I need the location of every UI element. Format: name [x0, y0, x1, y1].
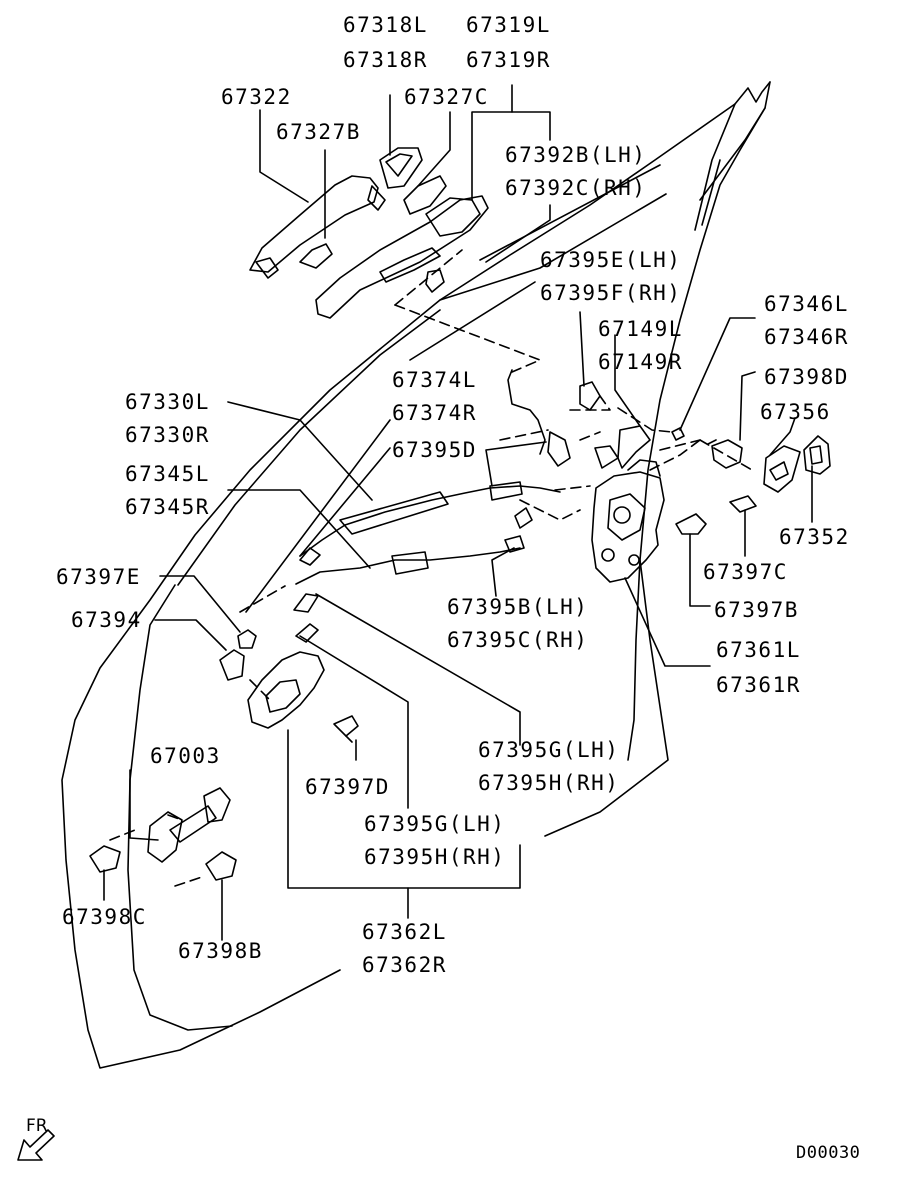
callout-line: 67322 [221, 85, 292, 109]
cable-assemblies [294, 482, 560, 642]
inside-handle [220, 630, 358, 742]
dashed-leaders [110, 250, 752, 886]
callout-line: 67362L [362, 920, 447, 944]
callout-line: 67397E [56, 565, 141, 589]
callout-line: 67398C [62, 905, 147, 929]
callout-67397b: 67397B [714, 598, 799, 622]
callout-line: 67395B(LH) [447, 595, 589, 619]
callout-line: 67397C [703, 560, 788, 584]
callout-line: 67318L [343, 13, 428, 37]
callout-67330: 67330L 67330R [125, 390, 210, 447]
callout-line: 67362R [362, 953, 447, 977]
callout-67398b: 67398B [178, 939, 263, 963]
callout-67319: 67319L 67319R [466, 13, 551, 72]
callout-line: 67374R [392, 401, 477, 425]
callout-67397c: 67397C [703, 560, 788, 584]
callout-line: 67394 [71, 608, 142, 632]
callout-line: 67003 [150, 744, 221, 768]
callout-67356: 67356 [760, 400, 831, 424]
door-check [90, 788, 236, 880]
callout-67322: 67322 [221, 85, 292, 109]
rod-and-clips [508, 370, 684, 468]
callout-67352: 67352 [779, 525, 850, 549]
callout-line: 67327C [404, 85, 489, 109]
callout-line: 67346L [764, 292, 849, 316]
callout-line: 67319R [466, 48, 551, 72]
outside-handle-group [250, 148, 488, 318]
callout-67395bc: 67395B(LH) 67395C(RH) [447, 595, 588, 652]
callout-67318: 67318L 67318R [343, 13, 428, 72]
door-panel-outline [62, 82, 770, 1068]
callout-line: 67149L [598, 317, 683, 341]
callout-line: 67374L [392, 368, 477, 392]
callout-67397d: 67397D [305, 775, 390, 799]
callout-67395ef: 67395E(LH) 67395F(RH) [540, 248, 681, 305]
callout-67374: 67374L 67374R [392, 368, 477, 425]
callout-line: 67319L [466, 13, 551, 37]
callout-line: 67149R [598, 350, 683, 374]
callout-line: 67397D [305, 775, 390, 799]
door-lock-actuator [592, 460, 664, 582]
callout-67362: 67362L 67362R [362, 920, 447, 977]
callout-line: 67397B [714, 598, 799, 622]
callout-67397e: 67397E [56, 565, 141, 589]
callout-67395gh-lower: 67395G(LH) 67395H(RH) [364, 812, 505, 869]
callout-line: 67345R [125, 495, 210, 519]
callout-67395gh-upper: 67395G(LH) 67395H(RH) [478, 738, 619, 795]
callout-line: 67318R [343, 48, 428, 72]
callout-line: 67395G(LH) [478, 738, 620, 762]
callout-line: 67395G(LH) [364, 812, 506, 836]
callout-line: 67398B [178, 939, 263, 963]
callout-leaders [104, 85, 812, 940]
callout-line: 67345L [125, 462, 210, 486]
callout-line: 67361R [716, 673, 801, 697]
callout-67327b: 67327B [276, 120, 361, 144]
callout-line: 67395F(RH) [540, 281, 682, 305]
front-direction-arrow [18, 1130, 54, 1160]
front-direction-label: FR [26, 1116, 48, 1136]
callout-67361: 67361L 67361R [716, 638, 801, 697]
callout-line: 67352 [779, 525, 850, 549]
callout-line: 67330L [125, 390, 210, 414]
callout-line: 67395D [392, 438, 477, 462]
callout-67345: 67345L 67345R [125, 462, 210, 519]
callout-line: 67356 [760, 400, 831, 424]
callout-67003: 67003 [150, 744, 221, 768]
callout-line: 67330R [125, 423, 210, 447]
callout-67394: 67394 [71, 608, 142, 632]
callout-67149: 67149L 67149R [598, 317, 683, 374]
callout-line: 67395C(RH) [447, 628, 589, 652]
drawing-code: D00030 [796, 1143, 861, 1163]
callout-line: 67395H(RH) [364, 845, 506, 869]
callout-67398d: 67398D [764, 365, 849, 389]
callout-67395d: 67395D [392, 438, 477, 462]
callout-line: 67361L [716, 638, 801, 662]
striker-and-bumper [676, 436, 830, 534]
callout-67392: 67392B(LH) 67392C(RH) [505, 143, 646, 200]
callout-67327c: 67327C [404, 85, 489, 109]
callout-line: 67395E(LH) [540, 248, 682, 272]
callout-67398c: 67398C [62, 905, 147, 929]
callout-line: 67398D [764, 365, 849, 389]
callout-line: 67392C(RH) [505, 176, 647, 200]
callout-line: 67392B(LH) [505, 143, 647, 167]
callout-line: 67327B [276, 120, 361, 144]
callout-67346: 67346L 67346R [764, 292, 849, 349]
callout-line: 67346R [764, 325, 849, 349]
callout-line: 67395H(RH) [478, 771, 620, 795]
